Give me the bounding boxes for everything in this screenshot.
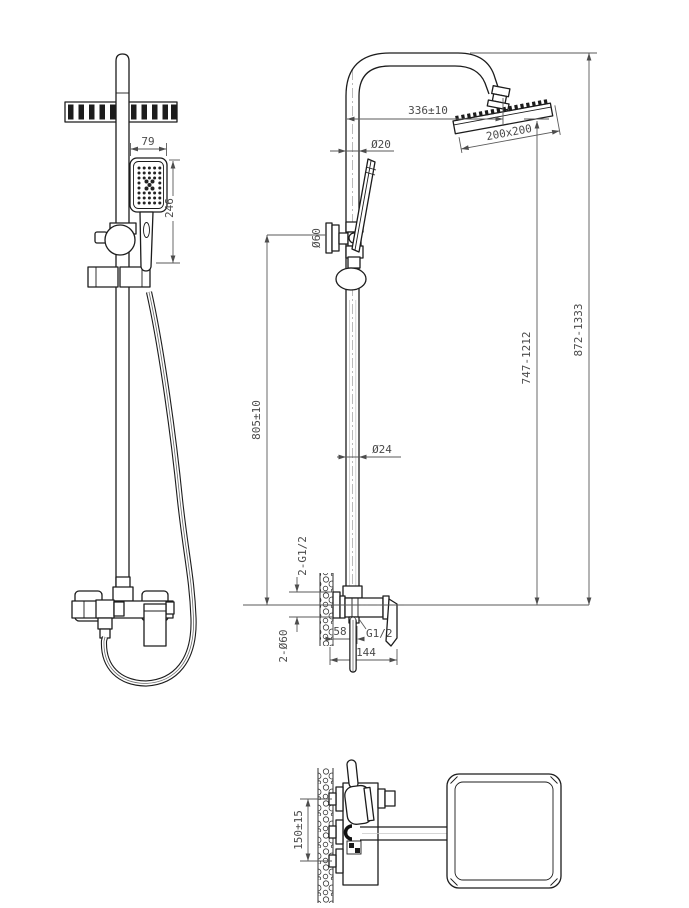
gooseneck-pipe-side bbox=[345, 52, 500, 592]
dim-150-label: 150±15 bbox=[292, 810, 305, 850]
dim-805: 805±10 bbox=[250, 235, 270, 605]
dim-d60: Ø60 bbox=[267, 228, 326, 248]
dim-2-g12: 2-G1/2 bbox=[289, 536, 333, 632]
dim-79-label: 79 bbox=[141, 135, 154, 148]
hand-shower-handle bbox=[139, 211, 154, 272]
dim-747-1212: 747-1212 bbox=[520, 118, 549, 605]
dim-58: 58 bbox=[325, 621, 365, 644]
riser-pipe-front bbox=[115, 53, 130, 598]
mixer-valve-plan bbox=[328, 759, 396, 886]
slider-clamp-front bbox=[94, 222, 137, 256]
dim-58-label: 58 bbox=[333, 625, 346, 638]
bottom-view: 150±15 bbox=[292, 759, 562, 903]
side-view: 200x200 336±10 Ø20 bbox=[243, 52, 597, 673]
dim-144: 144 bbox=[329, 646, 398, 665]
dim-805-label: 805±10 bbox=[250, 400, 263, 440]
dim-747-1212-label: 747-1212 bbox=[520, 332, 533, 385]
dim-d20: Ø20 bbox=[330, 138, 394, 154]
hand-shower-side bbox=[351, 158, 377, 253]
dim-246-label: 246 bbox=[163, 198, 176, 218]
dim-79: 79 bbox=[130, 135, 167, 156]
dim-d24-label: Ø24 bbox=[372, 443, 392, 456]
wall-section-side bbox=[319, 573, 334, 646]
dim-150: 150±15 bbox=[292, 798, 332, 862]
hand-shower-front bbox=[129, 157, 168, 213]
handset-holder-front bbox=[87, 266, 151, 288]
front-view: 79 246 bbox=[64, 53, 197, 687]
shower-hose-front bbox=[100, 291, 197, 687]
dim-2-g12-label: 2-G1/2 bbox=[296, 536, 309, 576]
mixer-valve-front bbox=[71, 576, 175, 647]
dim-336-label: 336±10 bbox=[408, 104, 448, 117]
dim-2-d60-label: 2-Ø60 bbox=[277, 629, 290, 662]
dim-d24: Ø24 bbox=[337, 443, 401, 460]
dim-200x200: 200x200 bbox=[458, 105, 561, 153]
dim-d60-label: Ø60 bbox=[310, 228, 323, 248]
dim-336: 336±10 bbox=[347, 98, 504, 126]
overhead-shower-plan bbox=[446, 773, 562, 889]
dim-d20-label: Ø20 bbox=[371, 138, 391, 151]
dim-g12-label: G1/2 bbox=[366, 627, 393, 640]
dim-g12: G1/2 bbox=[358, 618, 393, 640]
dim-144-label: 144 bbox=[356, 646, 376, 659]
dim-872-1333: 872-1333 bbox=[470, 52, 597, 605]
dim-872-1333-label: 872-1333 bbox=[572, 304, 585, 357]
dim-246: 246 bbox=[156, 159, 180, 264]
wall-bracket-side bbox=[325, 221, 367, 291]
mixer-valve-side bbox=[332, 585, 398, 647]
head-connector-nut bbox=[486, 85, 511, 111]
